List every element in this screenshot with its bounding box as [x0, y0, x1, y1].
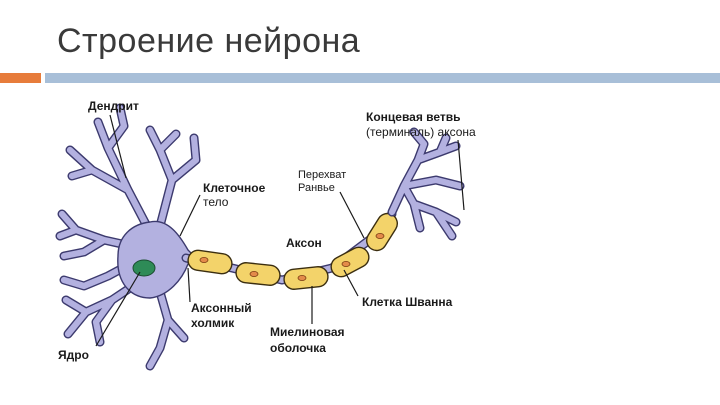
label-myelin-line1: Миелиновая	[270, 325, 345, 339]
leader-lines	[95, 114, 465, 347]
label-dendrite: Дендрит	[88, 99, 139, 113]
label-ranvier-line2: Ранвье	[298, 182, 335, 194]
slide-title: Строение нейрона	[57, 22, 361, 60]
label-ranvier-line1: Перехват	[298, 169, 346, 181]
myelin-sheath	[187, 212, 398, 290]
title-accent-blue	[45, 73, 720, 83]
nucleus	[132, 259, 156, 277]
label-terminal-line2: (терминаль) аксона	[366, 125, 476, 139]
label-axon-hillock-line1: Аксонный	[191, 301, 252, 315]
label-nucleus: Ядро	[58, 348, 89, 362]
label-axon-hillock-line2: холмик	[191, 316, 235, 330]
schwann-cell	[330, 246, 370, 278]
label-myelin-line2: оболочка	[270, 341, 326, 355]
dendrites	[55, 103, 201, 371]
label-terminal-line1: Концевая ветвь	[366, 110, 461, 124]
schwann-cell	[187, 249, 233, 275]
title-accent-orange	[0, 73, 41, 83]
label-cell-body-line1: Клеточное	[203, 181, 266, 195]
label-axon: Аксон	[286, 236, 322, 250]
label-schwann-cell: Клетка Шванна	[362, 295, 453, 309]
axon-terminal	[387, 127, 465, 241]
label-cell-body-line2: тело	[203, 195, 229, 209]
